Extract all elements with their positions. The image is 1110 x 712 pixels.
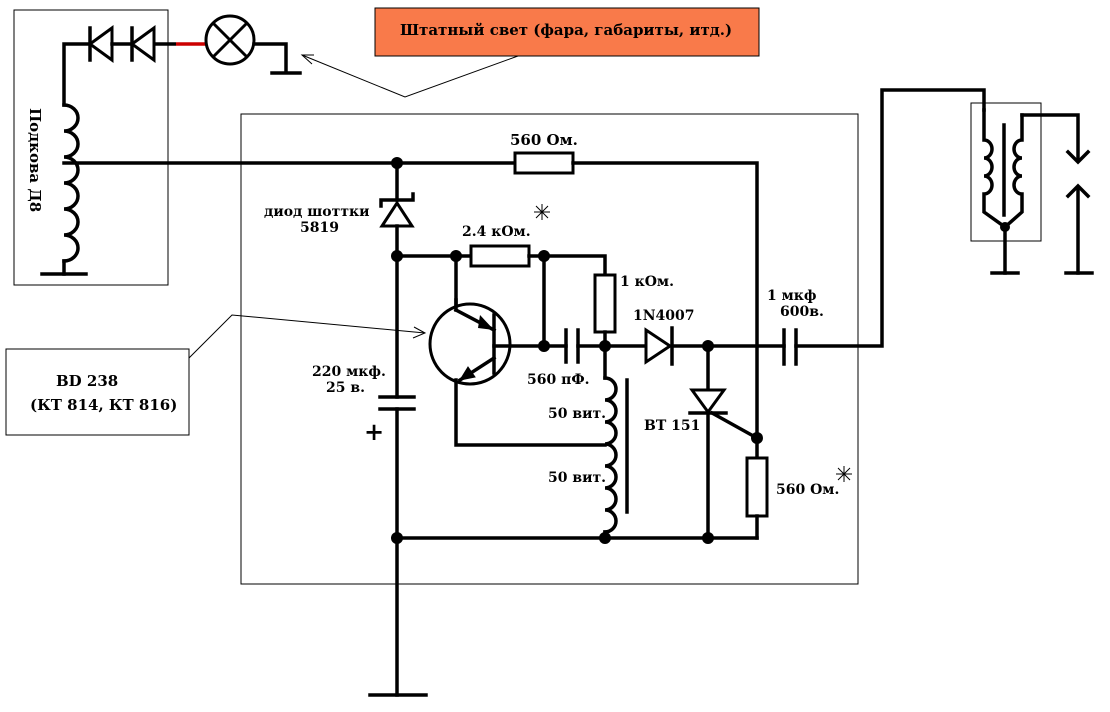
series-diodes-icon (87, 25, 156, 63)
ignition-transformer-icon (982, 108, 1024, 275)
resistor-560-gate-icon (745, 456, 769, 518)
asterisk-mark-1 (534, 204, 550, 220)
lamp-icon (204, 14, 256, 66)
schottky-label-line2: 5819 (300, 220, 339, 236)
capacitor-220uf-label-line2: 25 в. (326, 380, 365, 396)
stock-light-callout-box (374, 7, 760, 57)
capacitor-polarity-plus: + (364, 417, 384, 446)
ignition-coil-icon (603, 376, 629, 534)
magneto-box (13, 9, 169, 286)
diode-1n4007-icon (644, 326, 674, 366)
resistor-560-top-icon (513, 151, 575, 175)
coil-lower-label: 50 вит. (548, 470, 606, 486)
stock-light-callout-text: Штатный свет (фара, габариты, итд.) (400, 21, 732, 39)
transistor-callout-box (5, 348, 190, 436)
resistor-560-gate-label: 560 Ом. (776, 482, 839, 498)
thyristor-label: BT 151 (644, 418, 700, 434)
schottky-diode-icon (379, 192, 415, 228)
capacitor-1uf-icon (782, 328, 798, 366)
horseshoe-coil-label: Подкова Д8 (26, 108, 44, 212)
resistor-2-4k-icon (469, 244, 531, 268)
capacitor-220uf-label-line1: 220 мкф. (312, 364, 386, 380)
capacitor-1uf-label-line2: 600в. (780, 304, 824, 320)
transistor-callout-line1: BD 238 (56, 372, 118, 390)
transistor-icon (428, 298, 546, 386)
horseshoe-coil-icon (40, 103, 88, 276)
capacitor-560pf-label: 560 пФ. (527, 372, 590, 388)
asterisk-mark-2 (836, 466, 852, 482)
diode-1n4007-label: 1N4007 (633, 308, 695, 324)
magneto-section: Подкова Д8 (13, 9, 302, 286)
stock-light-callout: Штатный свет (фара, габариты, итд.) (300, 7, 760, 98)
resistor-2-4k-label: 2.4 кОм. (462, 224, 531, 240)
transistor-callout: BD 238 (КТ 814, КТ 816) (5, 314, 427, 436)
resistor-560-top-label: 560 Ом. (510, 131, 578, 149)
spark-gap-icon (1064, 149, 1094, 275)
capacitor-220uf-icon (378, 395, 416, 411)
ignition-output-section (970, 102, 1094, 275)
ignition-coil-box (970, 102, 1042, 242)
resistor-1k-icon (593, 273, 617, 334)
coil-upper-label: 50 вит. (548, 406, 606, 422)
transistor-callout-line2: (КТ 814, КТ 816) (30, 396, 177, 414)
schottky-label-line1: диод шоттки (264, 204, 370, 220)
main-circuit: + (62, 88, 986, 697)
circuit-board-outline (240, 113, 859, 585)
capacitor-560pf-icon (564, 328, 580, 364)
capacitor-1uf-label-line1: 1 мкф (767, 288, 817, 304)
resistor-1k-label: 1 кОм. (620, 274, 674, 290)
